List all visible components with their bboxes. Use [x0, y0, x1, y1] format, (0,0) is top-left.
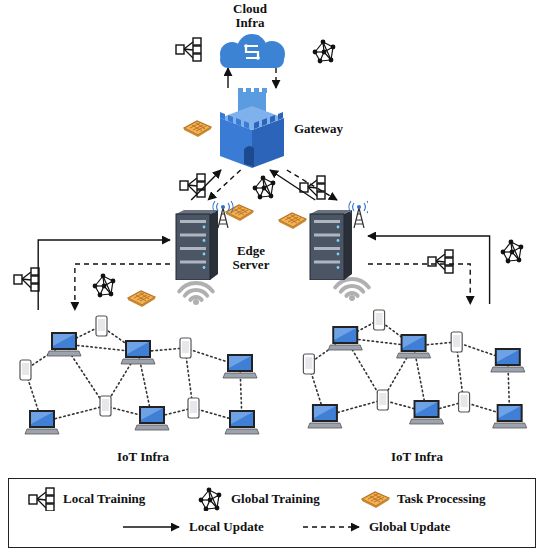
- gateway-castle: [220, 88, 284, 168]
- gateway-node: Gateway: [214, 88, 354, 170]
- wireless-signal: [179, 283, 213, 305]
- task-processing-icon: [226, 205, 253, 221]
- local-training-icon: [180, 174, 205, 197]
- phone-device: [377, 390, 388, 410]
- global-training-icon: [313, 40, 336, 64]
- task-processing-icon: [362, 492, 389, 508]
- legend-label: Global Update: [369, 519, 450, 535]
- global-update-arrow: [75, 264, 170, 310]
- global-update-arrow: [208, 170, 240, 200]
- task-processing-icon: [184, 121, 211, 137]
- phone-device: [374, 310, 385, 330]
- laptop-device: [308, 404, 342, 428]
- local-update-arrow: [368, 236, 490, 304]
- node-label: IoT Infra: [12, 450, 274, 464]
- global-training-icon: [253, 176, 276, 200]
- legend-box: Local Training Global Training Task Proces…: [8, 478, 536, 548]
- legend-item: Local Update: [121, 519, 264, 535]
- local-update-arrow: [227, 68, 228, 88]
- iot-cluster: IoT Infra: [296, 304, 538, 470]
- global-sample: [195, 487, 225, 511]
- node-label: Gateway: [294, 122, 352, 136]
- laptop-device: [25, 410, 59, 434]
- text-holder: Cloud Infra: [220, 2, 280, 31]
- laptop-device: [225, 410, 259, 434]
- phone-device: [451, 332, 462, 352]
- phone-device: [180, 338, 191, 358]
- node-label: Cloud Infra: [220, 2, 280, 31]
- server-rack: [310, 210, 352, 280]
- iot-art: [12, 310, 274, 470]
- legend-label: Global Training: [231, 491, 320, 507]
- global-training-icon: [199, 488, 222, 511]
- global-update-arrow: [368, 264, 470, 304]
- edge-server-node: Edge Server: [170, 200, 276, 280]
- laptop-device: [328, 326, 362, 350]
- serverR-art: [306, 200, 368, 280]
- phone-device: [303, 354, 314, 374]
- dashed-arrow-sample: [301, 520, 363, 534]
- node-label: Edge Server: [226, 244, 276, 273]
- phone-device: [188, 398, 199, 418]
- legend-item: Local Training: [27, 487, 145, 511]
- solid-arrow-sample: [121, 520, 183, 534]
- cloud-node: Cloud Infra: [198, 2, 302, 68]
- laptop-device: [410, 400, 444, 424]
- laptop-device: [491, 348, 525, 372]
- local-sample: [27, 487, 57, 511]
- local-update-arrow: [270, 170, 315, 200]
- local-training-icon: [428, 250, 453, 273]
- text-holder: Edge Server: [226, 244, 276, 273]
- server-rack: [176, 210, 218, 280]
- text-holder: IoT Infra: [296, 450, 538, 464]
- legend-item: Task Processing: [361, 487, 486, 511]
- phone-device: [20, 360, 31, 380]
- text-holder: IoT Infra: [12, 450, 274, 464]
- global-update-arrow: [287, 170, 337, 200]
- local-training-icon: [14, 268, 39, 291]
- global-training-icon: [501, 240, 524, 264]
- wireless-signal: [335, 279, 369, 301]
- antenna-tower: [213, 201, 233, 228]
- laptop-device: [397, 334, 431, 358]
- local-update-arrow: [191, 170, 221, 200]
- global-training-icon: [93, 274, 116, 298]
- antenna-tower: [349, 201, 368, 228]
- legend-label: Task Processing: [397, 491, 486, 507]
- phone-device: [100, 396, 111, 416]
- device-links: [25, 326, 242, 422]
- legend-label: Local Update: [189, 519, 264, 535]
- task-sample: [361, 487, 391, 511]
- local-training-icon: [29, 488, 54, 511]
- local-training-icon: [176, 38, 201, 61]
- laptop-device: [121, 340, 155, 364]
- legend-item: Global Update: [301, 519, 450, 535]
- device-links: [308, 320, 509, 416]
- task-processing-icon: [128, 291, 155, 307]
- task-processing-icon: [279, 213, 306, 229]
- legend-label: Local Training: [63, 491, 145, 507]
- phone-device: [459, 392, 470, 412]
- laptop-device: [223, 354, 257, 378]
- laptop-device: [47, 332, 81, 356]
- phone-device: [96, 316, 107, 336]
- local-update-arrow: [38, 240, 170, 310]
- laptop-device: [493, 404, 527, 428]
- iot-cluster: IoT Infra: [12, 310, 274, 470]
- edge-server-node: [306, 200, 368, 280]
- global-update-arrow: [275, 68, 276, 88]
- laptop-device: [135, 406, 169, 430]
- text-holder: Gateway: [294, 122, 352, 136]
- iot-art: [296, 304, 538, 470]
- node-label: IoT Infra: [296, 450, 538, 464]
- cloud-shape: [220, 34, 285, 68]
- legend-item: Global Training: [195, 487, 320, 511]
